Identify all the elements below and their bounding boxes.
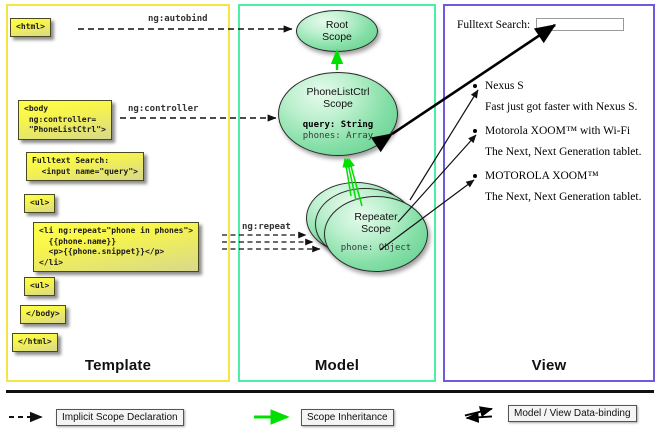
scope-root-title-line1: Root bbox=[325, 19, 349, 31]
bullet-icon bbox=[473, 129, 477, 133]
panel-template: Template bbox=[6, 4, 230, 382]
scope-repeater-title-line2: Scope bbox=[361, 223, 391, 235]
scope-phonelistctrl-title-line2: Scope bbox=[323, 98, 353, 110]
panel-label-model: Model bbox=[314, 357, 360, 374]
code-box-html-open: <html> bbox=[10, 18, 51, 37]
view-list-item: Motorola XOOM™ with Wi-Fi The Next, Next… bbox=[471, 123, 651, 160]
legend-item-model-view-data-binding: Model / View Data-binding bbox=[460, 402, 637, 424]
green-arrow-icon bbox=[254, 409, 290, 425]
legend-label-scope-inheritance: Scope Inheritance bbox=[301, 408, 394, 426]
legend-item-implicit-scope-declaration: Implicit Scope Declaration bbox=[8, 406, 184, 428]
view-search-input[interactable] bbox=[536, 18, 625, 31]
view-list-item: Nexus S Fast just got faster with Nexus … bbox=[471, 78, 651, 115]
view-item-snippet: The Next, Next Generation tablet. bbox=[485, 146, 642, 158]
legend: Implicit Scope Declaration Scope Inherit… bbox=[0, 400, 660, 434]
view-item-title-text: MOTOROLA XOOM™ bbox=[485, 170, 599, 182]
view-phone-list: Nexus S Fast just got faster with Nexus … bbox=[471, 78, 651, 213]
view-item-title: Motorola XOOM™ with Wi-Fi bbox=[471, 123, 651, 139]
legend-item-scope-inheritance: Scope Inheritance bbox=[253, 406, 394, 428]
edge-label-ng-controller: ng:controller bbox=[128, 104, 199, 114]
panel-label-template: Template bbox=[84, 357, 152, 374]
view-search-label: Fulltext Search: bbox=[457, 18, 531, 31]
view-item-snippet: Fast just got faster with Nexus S. bbox=[485, 101, 638, 113]
scope-phonelistctrl: PhoneListCtrl Scope query: String phones… bbox=[278, 72, 398, 156]
panel-label-view: View bbox=[531, 357, 567, 374]
edge-label-ng-repeat: ng:repeat bbox=[242, 222, 291, 232]
view-item-title: Nexus S bbox=[471, 78, 651, 94]
dashed-arrow-icon bbox=[9, 411, 43, 423]
code-box-li-repeat: <li ng:repeat="phone in phones"> {{phone… bbox=[33, 222, 200, 272]
code-box-ul-close: <ul> bbox=[24, 277, 56, 296]
double-arrow-icon bbox=[464, 406, 493, 423]
scope-phonelistctrl-title-line1: PhoneListCtrl bbox=[306, 86, 370, 98]
scope-prop-phones: phones: Array bbox=[302, 131, 374, 141]
code-box-html-close: </html> bbox=[12, 333, 58, 352]
code-box-body-open: <body ng:controller= "PhoneListCtrl"> bbox=[18, 100, 112, 140]
panel-view: Fulltext Search: Nexus S Fast just got f… bbox=[443, 4, 655, 382]
scope-root: Root Scope bbox=[296, 10, 378, 52]
view-item-snippet: The Next, Next Generation tablet. bbox=[485, 191, 642, 203]
legend-divider bbox=[6, 390, 654, 393]
view-list-item: MOTOROLA XOOM™ The Next, Next Generation… bbox=[471, 168, 651, 205]
code-box-fulltext-search: Fulltext Search: <input name="query"> bbox=[26, 152, 144, 181]
view-item-title-text: Nexus S bbox=[485, 80, 524, 92]
scope-repeater: Repeater Scope phone: Object bbox=[324, 196, 428, 272]
code-box-body-close: </body> bbox=[20, 305, 66, 324]
view-item-title-text: Motorola XOOM™ with Wi-Fi bbox=[485, 125, 631, 137]
legend-label-implicit-scope-declaration: Implicit Scope Declaration bbox=[56, 408, 184, 426]
edge-label-ng-autobind: ng:autobind bbox=[148, 14, 208, 24]
code-box-ul-open: <ul> bbox=[24, 194, 56, 213]
bullet-icon bbox=[473, 174, 477, 178]
view-search-row: Fulltext Search: bbox=[457, 18, 625, 31]
scope-root-title-line2: Scope bbox=[322, 31, 352, 43]
scope-repeater-title-line1: Repeater bbox=[354, 211, 398, 223]
scope-prop-query: query: String bbox=[302, 120, 374, 130]
view-item-title: MOTOROLA XOOM™ bbox=[471, 168, 651, 184]
bullet-icon bbox=[473, 84, 477, 88]
legend-label-model-view-data-binding: Model / View Data-binding bbox=[508, 404, 637, 422]
scope-prop-phone: phone: Object bbox=[340, 243, 412, 253]
